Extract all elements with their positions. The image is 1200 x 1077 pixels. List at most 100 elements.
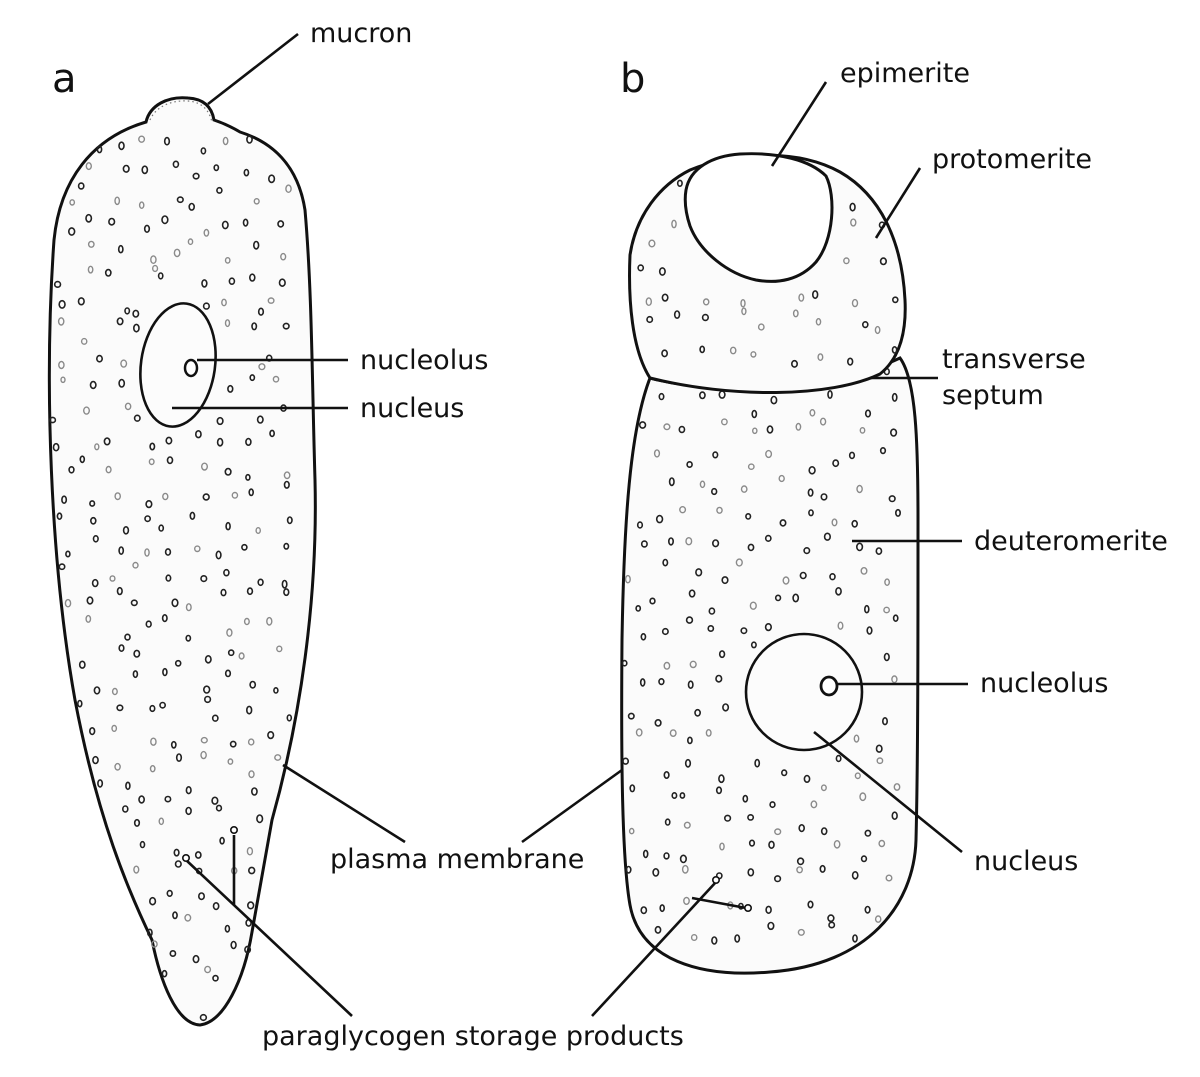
granule-A-81: [256, 415, 264, 424]
granule-B-143: [679, 854, 688, 864]
granule-A-59: [80, 337, 88, 345]
granule-A-22: [253, 197, 260, 205]
granule-P-16: [851, 298, 859, 308]
granule-B-28: [832, 459, 840, 468]
granule-A-62: [224, 319, 231, 328]
granule-A-164: [132, 670, 139, 679]
granule-A-16: [77, 182, 85, 190]
granule-A-42: [87, 265, 94, 274]
granule-B-172: [690, 934, 698, 942]
granule-A-65: [58, 360, 65, 370]
granule-A-168: [249, 680, 257, 689]
label-nucleolus-b: nucleolus: [980, 668, 1108, 699]
label-deuteromerite: deuteromerite: [974, 526, 1168, 557]
granule-A-232: [161, 969, 168, 978]
granule-A-162: [93, 686, 101, 695]
granule-A-99: [245, 473, 251, 481]
granule-P-10: [645, 297, 652, 306]
granule-A-133: [200, 574, 208, 583]
granule-P-1: [849, 202, 856, 212]
granule-B-171: [654, 925, 662, 934]
granule-B-93: [750, 641, 757, 649]
granule-A-192: [248, 770, 255, 779]
granule-A-86: [149, 442, 156, 451]
granule-A-25: [85, 213, 93, 223]
granule-B-151: [625, 865, 632, 874]
granule-B-142: [663, 852, 670, 860]
granule-A-18: [138, 201, 145, 209]
granule-A-173: [159, 701, 166, 709]
granule-B-136: [774, 828, 782, 836]
granule-B-3: [658, 392, 665, 401]
granule-A-94: [105, 465, 112, 474]
label-septum-line1: transverse: [942, 344, 1086, 375]
granule-A-12: [213, 164, 220, 172]
leader-plasma-membrane-b: [521, 768, 623, 844]
granule-A-103: [114, 492, 121, 501]
granule-A-137: [64, 598, 72, 608]
granule-B-51: [667, 537, 674, 546]
granule-A-60: [116, 317, 124, 326]
leader-plasma-membrane-a: [282, 763, 406, 844]
granule-A-139: [116, 586, 123, 596]
granule-A-205: [215, 804, 223, 812]
granule-B-85: [764, 622, 773, 632]
granule-B-99: [891, 675, 898, 684]
granule-B-4: [699, 391, 706, 400]
granule-A-4: [200, 147, 207, 155]
granule-A-163: [111, 687, 118, 696]
granule-B-105: [635, 728, 643, 737]
granule-A-26: [108, 217, 116, 226]
granule-P-24: [815, 317, 822, 326]
granule-A-0: [96, 145, 103, 154]
granule-A-76: [48, 416, 57, 424]
nucleolus-b: [819, 675, 839, 697]
granule-A-101: [61, 495, 68, 505]
granule-A-212: [133, 865, 140, 874]
granule-A-125: [215, 550, 222, 560]
cell-a-outline: [47, 96, 317, 1027]
granule-B-11: [891, 392, 898, 402]
granule-A-9: [141, 165, 149, 175]
granule-A-172: [149, 704, 156, 713]
granule-A-30: [221, 220, 229, 230]
granule-P-28: [699, 345, 706, 354]
granule-B-27: [808, 465, 816, 475]
granule-P-31: [790, 359, 798, 368]
granule-B-108: [705, 729, 712, 737]
granule-B-24: [712, 451, 719, 459]
granule-B-127: [810, 800, 818, 809]
leader-nucleus-b: [813, 730, 963, 854]
granule-P-20: [701, 313, 710, 322]
granule-A-167: [224, 669, 232, 678]
granule-A-182: [200, 736, 208, 744]
leader-epimerite: [770, 81, 828, 167]
granule-A-27: [143, 224, 151, 234]
granule-P-0: [676, 179, 683, 188]
granule-A-84: [94, 443, 100, 451]
granules-a: [48, 134, 293, 1022]
granule-B-47: [831, 518, 838, 527]
granule-B-41: [655, 514, 664, 524]
granule-A-197: [164, 795, 172, 803]
granule-B-10: [864, 409, 872, 418]
granule-B-68: [860, 567, 868, 575]
granule-A-127: [283, 542, 290, 550]
granule-A-120: [92, 534, 99, 543]
granule-A-143: [220, 588, 227, 597]
granule-A-33: [87, 240, 95, 248]
granule-P-2: [648, 239, 656, 248]
granule-A-111: [90, 516, 97, 525]
granule-A-87: [165, 436, 173, 445]
granule-B-75: [774, 594, 782, 602]
granule-B-20: [859, 426, 866, 434]
label-septum-line2: septum: [942, 380, 1044, 411]
granule-A-15: [69, 199, 76, 206]
granule-A-144: [246, 587, 254, 596]
granule-B-83: [707, 624, 715, 632]
granule-A-85: [103, 437, 111, 446]
granule-P-7: [658, 267, 666, 276]
granule-B-39: [888, 495, 896, 503]
granule-A-52: [124, 307, 131, 315]
label-mucron: mucron: [310, 18, 412, 49]
